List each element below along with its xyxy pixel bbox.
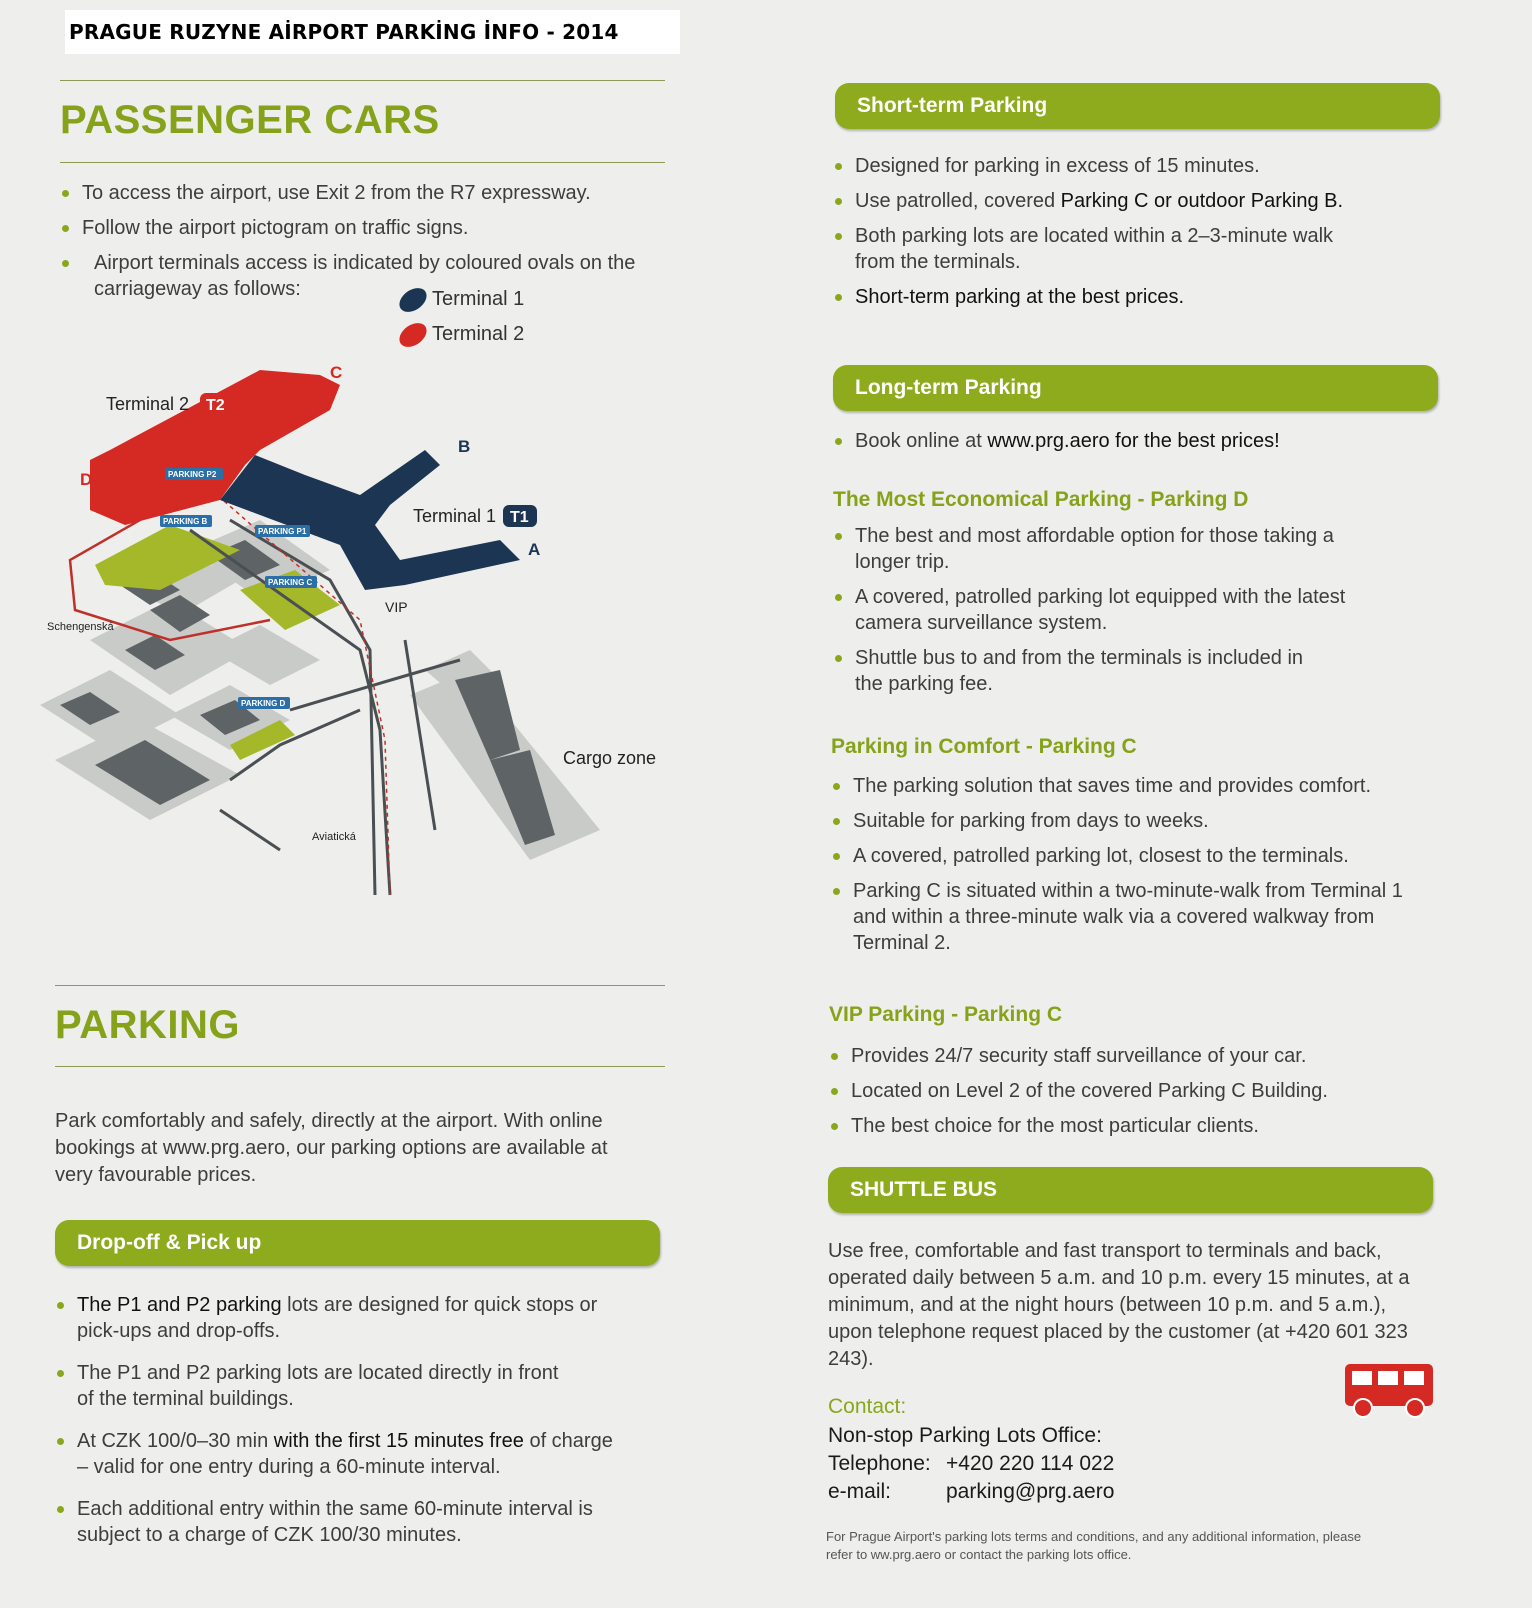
divider [60, 162, 665, 163]
contact-label: Contact: [828, 1395, 907, 1418]
list-item: The best choice for the most particular … [829, 1113, 1419, 1139]
shuttle-bus-header: SHUTTLE BUS [828, 1167, 1433, 1213]
text: lots are designed for quick stops or pic… [77, 1294, 598, 1342]
text: At CZK 100/0–30 min [77, 1430, 274, 1452]
shuttle-bus-text: Use free, comfortable and fast transport… [828, 1240, 1410, 1370]
pier-c-label: C [330, 363, 342, 382]
list-item: Follow the airport pictogram on traffic … [60, 215, 620, 241]
bold-text: www.prg.aero for the best prices! [987, 430, 1280, 452]
text: of charge – valid for one entry during a… [77, 1430, 613, 1478]
terminal-2-oval-icon [394, 317, 432, 352]
short-term-header: Short-term Parking [835, 83, 1440, 129]
t1-badge [503, 505, 537, 527]
passenger-cars-heading: PASSENGER CARS [60, 98, 440, 142]
cargo-zone-label: Cargo zone [563, 748, 656, 768]
pier-b-label: B [458, 437, 470, 456]
list-item: The P1 and P2 parking lots are designed … [55, 1292, 625, 1344]
list-item: Short-term parking at the best prices. [833, 284, 1393, 310]
legend-label: Terminal 1 [432, 288, 525, 310]
contact-phone-label: Telephone: [828, 1452, 931, 1475]
list-item: A covered, patrolled parking lot equippe… [833, 584, 1373, 636]
passenger-cars-list: To access the airport, use Exit 2 from t… [60, 180, 635, 311]
parking-heading: PARKING [55, 1003, 240, 1047]
t2-badge-text: T2 [206, 397, 225, 414]
long-term-header: Long-term Parking [833, 365, 1438, 411]
comfort-heading: Parking in Comfort - Parking C [831, 735, 1137, 758]
dropoff-list: The P1 and P2 parking lots are designed … [55, 1292, 625, 1557]
parking-d-marker: PARKING D [241, 699, 286, 708]
t1-badge-text: T1 [510, 509, 529, 526]
contact-email[interactable]: parking@prg.aero [946, 1480, 1115, 1503]
terminal-2-label: Terminal 2 [106, 394, 189, 414]
divider [55, 985, 665, 986]
long-term-list: Book online at www.prg.aero for the best… [833, 428, 1413, 463]
list-item: Located on Level 2 of the covered Parkin… [829, 1078, 1419, 1104]
list-item: Book online at www.prg.aero for the best… [833, 428, 1413, 454]
legend-terminal-2: Terminal 2 [394, 317, 525, 352]
legend-label: Terminal 2 [432, 323, 525, 345]
comfort-list: The parking solution that saves time and… [831, 773, 1421, 965]
list-item: Suitable for parking from days to weeks. [831, 808, 1421, 834]
pier-d-label: D [80, 470, 92, 489]
airport-map: PARKING P2 PARKING B PARKING P1 PARKING … [40, 363, 656, 896]
parking-c-marker: PARKING C [268, 578, 313, 587]
list-item: Each additional entry within the same 60… [55, 1496, 625, 1548]
contact-phone[interactable]: +420 220 114 022 [946, 1452, 1115, 1475]
list-item: Use patrolled, covered Parking C or outd… [833, 188, 1393, 214]
list-item: The best and most affordable option for … [833, 523, 1373, 575]
list-item: The P1 and P2 parking lots are located d… [55, 1360, 577, 1412]
dropoff-title: Drop-off & Pick up [77, 1231, 262, 1254]
terminal-2-building [90, 370, 340, 525]
long-term-title: Long-term Parking [855, 376, 1042, 399]
terminal-1-oval-icon [394, 282, 432, 317]
contact-email-label: e-mail: [828, 1480, 892, 1503]
dropoff-header: Drop-off & Pick up [55, 1220, 660, 1266]
economical-list: The best and most affordable option for … [833, 523, 1373, 706]
list-item: Airport terminals access is indicated by… [60, 250, 660, 302]
list-item: Designed for parking in excess of 15 min… [833, 153, 1393, 179]
bus-icon [1345, 1364, 1433, 1418]
contact-office: Non-stop Parking Lots Office: [828, 1424, 1102, 1447]
divider [60, 80, 665, 81]
short-term-list: Designed for parking in excess of 15 min… [833, 153, 1393, 319]
document-title-box: PRAGUE RUZYNE AİRPORT PARKİNG İNFO - 201… [65, 10, 680, 54]
bold-text: Parking C or outdoor Parking B. [1060, 190, 1344, 212]
vip-label: VIP [385, 599, 408, 615]
shuttle-route [68, 478, 271, 642]
list-item: A covered, patrolled parking lot, closes… [831, 843, 1421, 869]
vip-heading: VIP Parking - Parking C [829, 1003, 1063, 1026]
text: Use patrolled, covered [855, 190, 1061, 212]
aviaticka-label: Aviatická [312, 831, 357, 843]
list-item: To access the airport, use Exit 2 from t… [60, 180, 620, 206]
text: Book online at [855, 430, 988, 452]
parking-p2-marker: PARKING P2 [168, 470, 217, 479]
shuttle-bus-title: SHUTTLE BUS [850, 1178, 997, 1201]
parking-p1-marker: PARKING P1 [258, 527, 307, 536]
pier-a-label: A [528, 540, 540, 559]
t2-badge [200, 393, 234, 415]
parking-b-marker: PARKING B [163, 517, 208, 526]
vip-list: Provides 24/7 security staff surveillanc… [829, 1043, 1419, 1148]
terminal-1-building [220, 450, 520, 590]
schengenska-label: Schengenská [47, 621, 115, 633]
list-item: Parking C is situated within a two-minut… [831, 878, 1421, 956]
bold-text: Short-term parking at the best prices. [855, 286, 1185, 308]
parking-intro: Park comfortably and safely, directly at… [55, 1110, 608, 1186]
list-item: The parking solution that saves time and… [831, 773, 1421, 799]
legend-terminal-1: Terminal 1 [394, 282, 525, 317]
list-item: Shuttle bus to and from the terminals is… [833, 645, 1325, 697]
document-title: PRAGUE RUZYNE AİRPORT PARKİNG İNFO - 201… [69, 20, 619, 44]
parking-d-area [230, 720, 295, 760]
bold-text: The P1 and P2 parking [77, 1294, 282, 1316]
short-term-title: Short-term Parking [857, 94, 1048, 117]
terminal-1-label: Terminal 1 [413, 506, 496, 526]
list-item: At CZK 100/0–30 min with the first 15 mi… [55, 1428, 625, 1480]
bold-text: with the first 15 minutes free [273, 1430, 524, 1452]
footnote: For Prague Airport's parking lots terms … [826, 1529, 1362, 1562]
economical-heading: The Most Economical Parking - Parking D [833, 488, 1249, 511]
divider [55, 1066, 665, 1067]
list-item: Provides 24/7 security staff surveillanc… [829, 1043, 1419, 1069]
list-item: Both parking lots are located within a 2… [833, 223, 1375, 275]
